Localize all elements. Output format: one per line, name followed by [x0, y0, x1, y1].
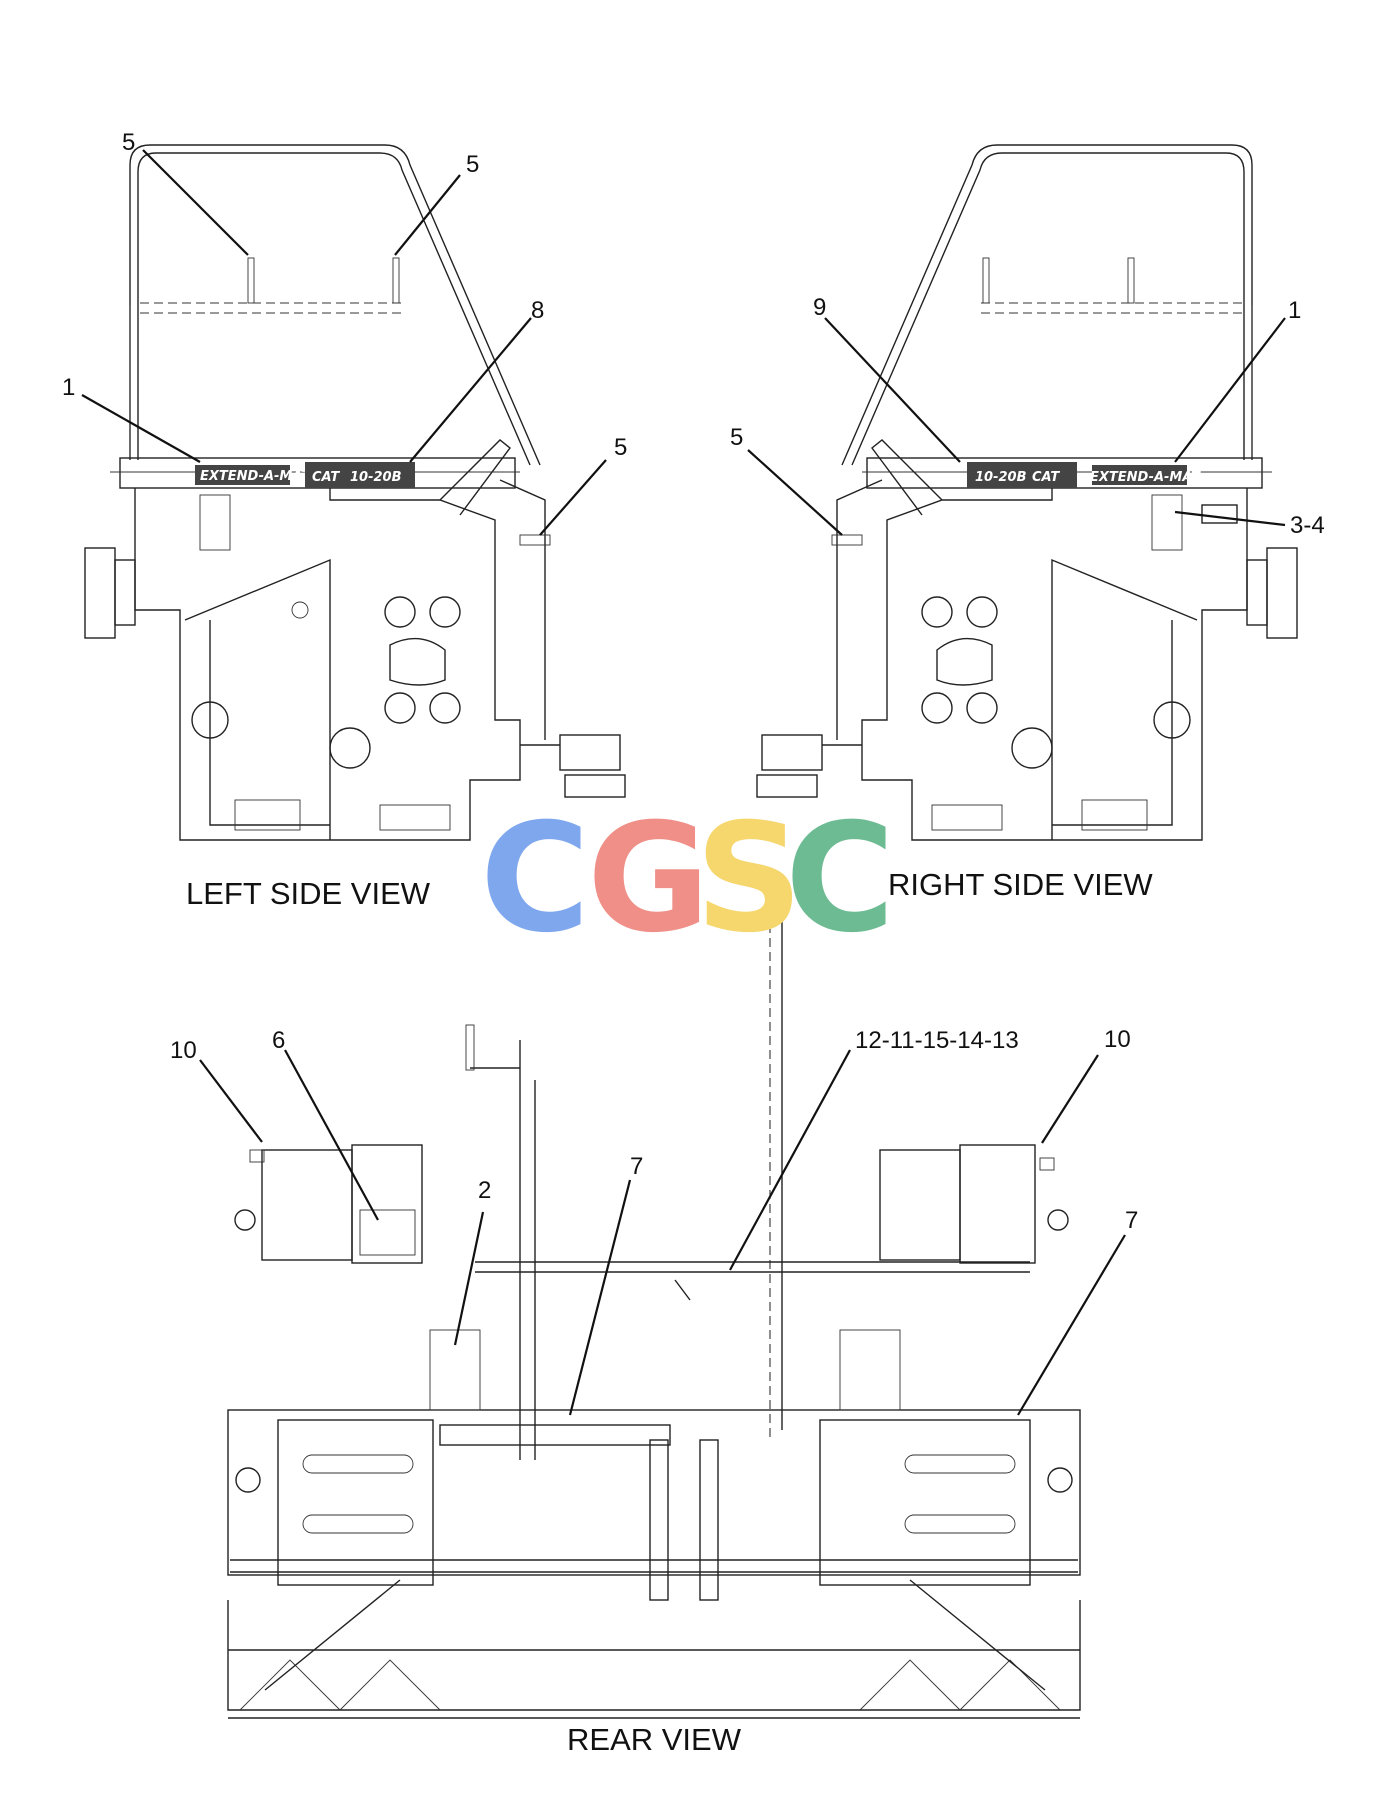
- callout-1-left: 1: [62, 374, 75, 401]
- cat-decal-left-text: CAT: [312, 470, 340, 485]
- callout-8: 8: [531, 297, 544, 324]
- model-decal-left-text: 10-20B: [350, 470, 402, 485]
- callout-10-right: 10: [1104, 1026, 1131, 1053]
- callout-9: 9: [813, 294, 826, 321]
- left-side-view-label: LEFT SIDE VIEW: [186, 876, 431, 911]
- callout-12-11-15-14-13: 12-11-15-14-13: [855, 1027, 1019, 1054]
- watermark-letter-c2: C: [785, 792, 895, 966]
- left-side-view-drawing: EXTEND-A-MAT CAT 10-20B: [84, 144, 626, 841]
- callout-5-left-a: 5: [122, 129, 135, 156]
- watermark-letter-g: G: [587, 792, 710, 966]
- callout-1-right: 1: [1288, 297, 1301, 324]
- callout-3-4: 3-4: [1290, 512, 1325, 539]
- callout-5-left-b: 5: [466, 151, 479, 178]
- model-decal-right-text: 10-20B: [975, 470, 1027, 485]
- cat-decal-right-text: CAT: [1032, 470, 1060, 485]
- extend-a-mat-decal-right-text: EXTEND-A-MAT: [1090, 470, 1201, 485]
- right-side-view-drawing: [756, 144, 1298, 841]
- right-small-decal: [1201, 504, 1238, 524]
- rear-view-label: REAR VIEW: [567, 1722, 742, 1757]
- watermark-letter-s: S: [695, 792, 803, 966]
- callout-2: 2: [478, 1177, 491, 1204]
- callout-7-right: 7: [1125, 1207, 1138, 1234]
- extend-a-mat-decal-left: [195, 465, 290, 485]
- cgsc-watermark: C G S C: [480, 792, 895, 966]
- extend-a-mat-decal-left-text: EXTEND-A-MAT: [200, 469, 311, 484]
- leader-lines: [81, 149, 1286, 1416]
- callout-7-left: 7: [630, 1153, 643, 1180]
- right-side-view-label: RIGHT SIDE VIEW: [888, 867, 1153, 902]
- callout-10-left: 10: [170, 1037, 197, 1064]
- callout-6: 6: [272, 1027, 285, 1054]
- cat-decal-left: [305, 462, 415, 488]
- watermark-letter-c1: C: [480, 792, 590, 966]
- callout-5-right: 5: [730, 424, 743, 451]
- rear-view-drawing: [227, 904, 1081, 1719]
- callout-5-left-c: 5: [614, 434, 627, 461]
